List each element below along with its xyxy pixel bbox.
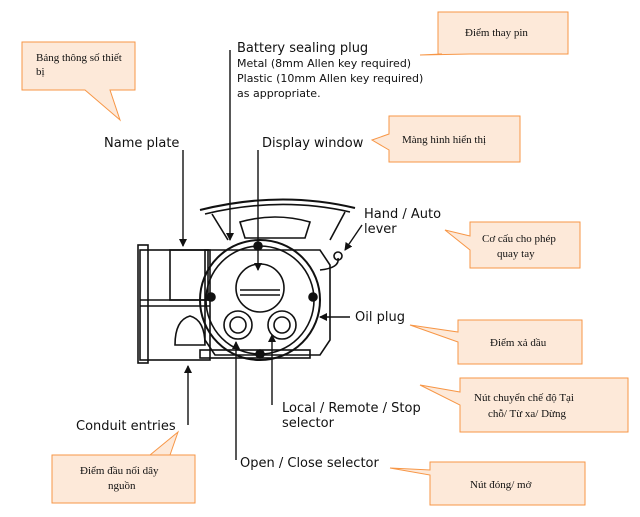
callout-lrs-line1: Nút chuyển chế độ Tại [474, 392, 574, 404]
label-conduit-entries: Conduit entries [76, 419, 176, 434]
callout-lever-line1: Cơ cấu cho phép [482, 233, 556, 245]
callout-lrs: Nút chuyển chế độ Tại chỗ/ Từ xa/ Dừng [419, 377, 629, 433]
callout-lever-line2: quay tay [497, 248, 535, 260]
callout-lrs-line2: chỗ/ Từ xa/ Dừng [488, 408, 567, 420]
callout-battery-text: Điểm thay pin [465, 27, 528, 39]
callout-name-plate-line2: bị [36, 66, 45, 78]
label-hand-auto: Hand / Auto [364, 207, 441, 222]
callout-lever: Cơ cấu cho phép quay tay [444, 221, 581, 269]
callout-display-text: Màng hình hiển thị [402, 134, 486, 146]
leader-lines [179, 50, 363, 460]
callout-oil-text: Điểm xả dầu [490, 337, 547, 349]
actuator-body [137, 198, 356, 364]
label-open-close-selector: Open / Close selector [240, 456, 379, 471]
label-battery-plug: Battery sealing plug [237, 41, 368, 56]
callout-conduit-line1: Điểm đầu nối dây [80, 465, 159, 477]
callout-conduit-line2: nguồn [108, 480, 136, 492]
label-lrs-selector-2: selector [282, 416, 335, 431]
callout-display: Màng hình hiển thị [370, 115, 521, 163]
label-name-plate: Name plate [104, 136, 179, 151]
label-battery-plastic: Plastic (10mm Allen key required) [237, 72, 423, 85]
callout-open-close-text: Nút đóng/ mở [470, 479, 532, 491]
callout-battery: Điểm thay pin [419, 11, 569, 56]
label-display-window: Display window [262, 136, 364, 151]
label-oil-plug: Oil plug [355, 310, 405, 325]
label-hand-auto-lever: lever [364, 222, 397, 237]
callout-oil: Điểm xả dầu [409, 319, 583, 365]
callout-conduit: Điểm đầu nối dây nguồn [51, 430, 196, 504]
callout-open-close: Nút đóng/ mở [389, 461, 586, 506]
label-battery-metal: Metal (8mm Allen key required) [237, 57, 411, 70]
label-lrs-selector: Local / Remote / Stop [282, 401, 421, 416]
label-battery-appropriate: as appropriate. [237, 87, 321, 100]
callout-name-plate: Bảng thông số thiết bị [21, 41, 136, 122]
callout-name-plate-line1: Bảng thông số thiết [36, 52, 122, 64]
